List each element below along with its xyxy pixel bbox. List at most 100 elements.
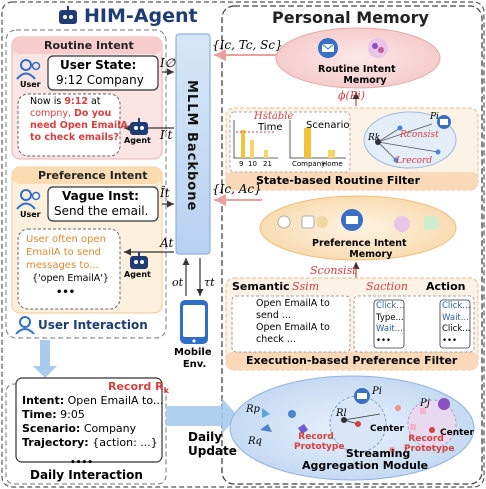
rl-label: Rl: [336, 408, 347, 419]
scenario-axis-label: Scenario: [306, 120, 350, 131]
record-prototype-label-left: Record Prototype: [294, 432, 345, 452]
state-filter-footer-bg: [226, 172, 478, 190]
center-label-right: Center: [440, 428, 474, 438]
mllm-backbone-box: [175, 33, 211, 255]
semantic-label: Semantic: [232, 280, 290, 293]
routine-memory-ellipse: [275, 27, 441, 89]
time-bar-21: [264, 150, 268, 158]
action-list-left: [373, 299, 405, 349]
time-bar-9: [241, 130, 245, 158]
l-record-label: Lrecord: [396, 156, 433, 166]
preference-agent-bubble: [17, 228, 121, 310]
label-i0: I∅: [160, 56, 176, 70]
s-consist-label: Sconsist: [310, 264, 357, 277]
user-state-title: User State:: [60, 58, 137, 72]
mobile-env-label: Mobile Env.: [174, 347, 212, 370]
record-prototype-label-right: Record Prototype: [404, 434, 455, 454]
vague-inst-title: Vague Inst:: [62, 189, 139, 203]
routine-intent-header-bg: [12, 37, 162, 54]
exec-filter-footer-bg: [226, 352, 478, 370]
routine-agent-bubble: [17, 93, 121, 157]
s-tick-company: Company: [292, 160, 326, 168]
pi-label-stream: Pi: [372, 386, 382, 397]
vague-inst-value: Send the email.: [54, 204, 149, 218]
time-bar-10: [250, 140, 254, 158]
rk-label: Rk: [368, 133, 381, 143]
user-interaction-icon: [14, 316, 36, 338]
action-list-right-text: Click... Wait... Click... •••: [442, 301, 471, 346]
pref-agent-label: Agent: [124, 270, 151, 279]
rp-marker: [262, 408, 270, 418]
agent-robot-icon-pref: [128, 252, 150, 274]
exec-filter-footer: Execution-based Preference Filter: [246, 354, 458, 367]
daily-dots: ••••: [70, 458, 94, 468]
vague-inst-box: [47, 186, 159, 222]
action-label: Action: [426, 280, 466, 293]
rp-label: Rp: [246, 404, 260, 415]
daily-update-arrow: [166, 398, 238, 434]
app-icon-routine: [368, 38, 388, 58]
x-tick-9: 9: [239, 160, 244, 168]
label-at: At: [160, 236, 174, 250]
scenario-bar-company: [304, 128, 311, 158]
label-it-hat: Ît: [160, 186, 170, 200]
s-action-label: Saction: [366, 280, 408, 293]
user-interaction-label: User Interaction: [38, 318, 148, 332]
action-list-right: [439, 299, 471, 349]
pref-agent-message: User often open EmailA to send messages …: [26, 234, 106, 271]
action-list-left-text: Click... Type... Wait... •••: [376, 301, 405, 346]
preference-intent-header: Preference Intent: [38, 169, 148, 182]
user-state-value: 9:12 Company: [56, 73, 144, 87]
label-pref-set: {Ic, Ac}: [212, 182, 262, 196]
consist-graph: [363, 111, 457, 169]
rq-marker: [260, 424, 272, 432]
pref-agent-dots: •••: [56, 287, 76, 298]
x-tick-21: 21: [263, 160, 272, 168]
record-fields: Intent: Open EmailA to... Time: 9:05 Sce…: [22, 394, 164, 449]
routine-user-label: User: [20, 80, 41, 89]
pref-agent-action: {'open EmailA'}: [32, 273, 109, 284]
state-filter-footer: State-based Routine Filter: [256, 174, 421, 187]
robot-logo-icon: [56, 4, 80, 28]
rq-label: Rq: [248, 436, 262, 447]
label-ot: ot: [172, 276, 184, 289]
s-sim-label: Ssim: [292, 280, 320, 293]
mllm-backbone-label: MLLM Backbone: [184, 80, 199, 212]
agent-robot-icon: [128, 118, 150, 140]
center-label-left: Center: [370, 424, 404, 434]
personal-memory-frame: [221, 5, 483, 485]
personal-memory-title: Personal Memory: [272, 8, 429, 27]
time-axis-label: Time: [258, 122, 283, 133]
semantic-panel: [231, 295, 351, 353]
routine-memory-label: Routine Intent Memory: [318, 64, 396, 86]
page-title: HIM-Agent: [84, 5, 198, 27]
x-tick-10: 10: [248, 160, 257, 168]
user-icon-pref: [16, 188, 42, 214]
h-stable-label: Hstable: [254, 111, 294, 122]
label-routine-set: {Ic, Tc, Sc}: [212, 38, 283, 52]
user-interaction-frame: [5, 29, 167, 339]
pj-label-stream: Pj: [420, 398, 430, 409]
pref-memory-label: Preference Intent Memory: [312, 238, 407, 260]
preference-intent-header-bg: [12, 167, 162, 184]
pi-label-filter: Pi: [430, 112, 439, 122]
routine-agent-label: Agent: [124, 136, 151, 145]
down-arrow-daily: [33, 340, 57, 378]
user-state-box: [47, 55, 159, 91]
record-card: [15, 377, 163, 463]
record-label: Record Rk: [108, 380, 169, 396]
routine-agent-message: Now is 9:12 at compny, Do you need Open …: [30, 96, 128, 143]
s-tick-home: Home: [322, 160, 343, 168]
routine-intent-header: Routine Intent: [44, 39, 134, 52]
semantic-lines: Open EmailA to send ... Open EmailA to c…: [256, 298, 330, 345]
scenario-bar-home: [328, 150, 335, 158]
daily-interaction-label: Daily Interaction: [30, 468, 143, 482]
pref-user-label: User: [20, 210, 41, 219]
label-tau: τt: [204, 276, 215, 289]
user-icon: [16, 58, 42, 84]
